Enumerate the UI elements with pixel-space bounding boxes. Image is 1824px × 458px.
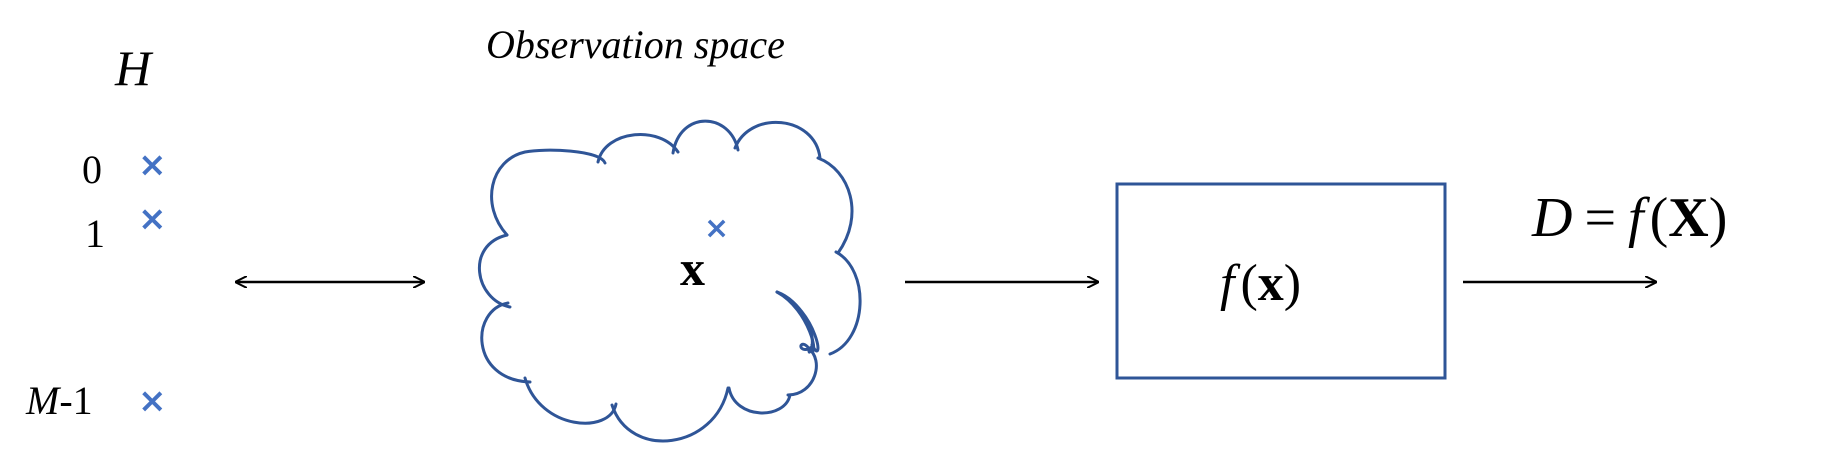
hypothesis-label-0: 0 — [82, 147, 102, 192]
processor-box — [1115, 182, 1447, 380]
observation-space-cloud — [478, 119, 862, 443]
decision-equation: D=f(X) — [1531, 187, 1727, 249]
observation-space-title: Observation space — [486, 22, 785, 67]
hypothesis-marker-m-minus-1: × — [138, 381, 167, 421]
hypothesis-marker-0: × — [138, 145, 167, 185]
processor-function-label: f(x) — [1220, 255, 1301, 312]
observation-point-label: x — [680, 240, 705, 296]
hypothesis-label-1: 1 — [85, 211, 105, 256]
hypothesis-symbol: H — [114, 40, 154, 96]
observation-point-marker: × — [704, 211, 729, 246]
hypothesis-marker-1: × — [138, 199, 167, 239]
hypothesis-label-m-minus-1: M-1 — [25, 378, 93, 423]
